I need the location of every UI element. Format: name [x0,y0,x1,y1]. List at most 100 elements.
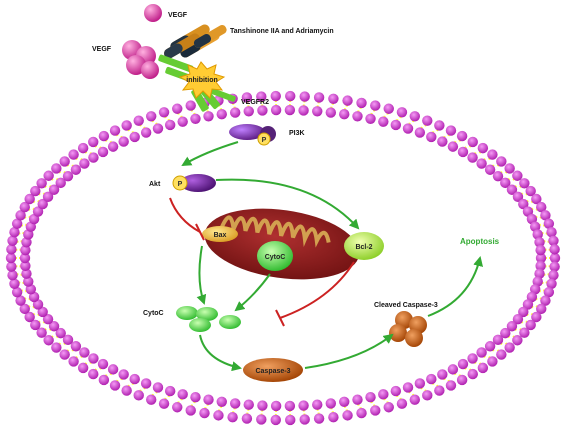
cleaved-caspase3-label: Cleaved Caspase-3 [374,302,438,309]
lipid-head [506,321,518,332]
lipid-head [243,106,254,117]
lipid-head [525,319,536,331]
lipid-head [477,142,489,154]
lipid-head [546,227,557,238]
lipid-head [342,410,353,421]
phospho-akt-label: P [178,181,183,188]
lipid-head [190,392,201,403]
lipid-head [285,90,296,102]
lipid-head [532,229,543,240]
lipid-head [21,237,32,248]
lipid-head [256,414,267,425]
lipid-head [512,313,524,325]
lipid-head [42,191,54,203]
vegf-cluster [122,40,159,79]
lipid-head [325,398,337,409]
lipid-head [185,405,196,416]
lipid-head [496,349,507,360]
lipid-head [68,149,79,160]
lipid-head [241,92,253,103]
lipid-head [88,368,99,380]
lipid-head [519,178,530,189]
lipid-head [467,368,478,380]
lipid-head [378,116,389,127]
lipid-head [164,119,176,131]
lipid-head [37,306,48,318]
lipid-head [467,136,478,148]
drug-capsules [164,24,227,59]
lipid-head [9,227,20,238]
lipid-head [356,97,367,109]
lipid-head [216,109,227,120]
lipid-head [534,268,545,279]
lipid-head [396,107,408,118]
lipid-head [88,136,99,148]
lipid-head [518,198,529,210]
lipid-head [164,385,176,397]
lipid-head [51,163,62,174]
lipid-head [172,103,183,114]
lipid-head [492,334,504,346]
lipid-head [437,136,448,147]
lipid-head [42,313,54,325]
lipid-head [370,100,381,111]
lipid-head [177,116,188,127]
lipid-head [370,405,381,416]
lipid-head [15,210,26,221]
lipid-head [402,123,414,134]
lipid-head [447,364,459,375]
lipid-head [24,193,35,205]
lipid-head [88,353,99,364]
lipid-head [422,390,433,401]
lipid-head [129,131,140,143]
lipid-head [339,396,350,407]
arrow-cytoc-caspase3 [199,334,242,372]
lipid-head [241,413,253,424]
lipid-head [396,398,408,409]
cleaved-caspase3-cluster [389,311,427,347]
pi3k-label: PI3K [289,130,305,137]
lipid-head [426,131,437,143]
lipid-head [270,104,282,116]
lipid-head [55,327,66,339]
lipid-head [414,378,426,389]
lipid-head [500,177,511,189]
lipid-head [36,178,47,189]
lipid-head [512,170,523,181]
lipid-head [19,252,31,264]
cytoc-release-label: CytoC [143,310,164,317]
lipid-head [203,394,214,405]
lipid-head [257,105,268,116]
lipid-head [11,218,23,229]
vegf-top-label: VEGF [168,12,188,19]
lipid-head [190,113,201,124]
lipid-head [549,261,560,272]
lipid-head [6,244,17,255]
lipid-head [535,244,546,256]
lipid-head [548,270,559,281]
lipid-head [546,278,557,289]
lipid-head [88,152,99,163]
lipid-head [352,111,363,122]
lipid-head [256,91,267,102]
lipid-head [414,127,426,138]
inhibit-bcl2-cytoc [279,261,355,319]
bax-label: Bax [214,232,227,239]
lipid-head [129,373,140,385]
arrow-akt-bcl2 [215,178,360,230]
lipid-head [79,158,90,169]
lipid-head [158,107,170,118]
inhibition-arrows [169,197,355,327]
lipid-head [146,111,157,122]
lipid-head [227,411,238,423]
lipid-head [55,177,66,189]
lipid-head [402,382,414,393]
lipid-head [172,402,183,413]
lipid-head [51,342,62,353]
lipid-head [37,198,48,210]
vegfr2-label: VEGFR2 [241,99,269,106]
lipid-head [447,141,459,152]
lipid-head [270,90,281,102]
lipid-head [19,201,30,213]
